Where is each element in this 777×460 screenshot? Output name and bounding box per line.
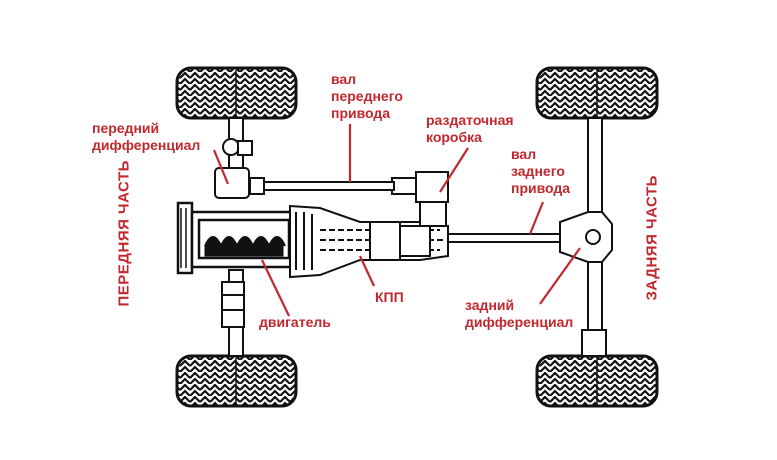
front-differential-label-line: дифференциал bbox=[92, 137, 201, 153]
front-side-label: ПЕРЕДНЯЯ ЧАСТЬ bbox=[115, 160, 133, 307]
rear-left-wheel bbox=[535, 66, 659, 120]
rear-drive-shaft-label-line: заднего bbox=[511, 163, 565, 179]
gearbox-label: КПП bbox=[375, 289, 404, 305]
front-drive-shaft-label-line: переднего bbox=[331, 88, 403, 104]
gearbox bbox=[289, 204, 449, 279]
transfer-case-label-line: коробка bbox=[426, 129, 482, 145]
front-right-wheel bbox=[175, 354, 298, 408]
front-left-wheel bbox=[175, 66, 298, 120]
transfer-case bbox=[391, 171, 449, 227]
rear-differential-label: задний дифференциал bbox=[465, 297, 573, 331]
transfer-case-label-line: раздаточная bbox=[426, 112, 514, 128]
engine-label: двигатель bbox=[259, 314, 331, 330]
rear-drive-shaft-label: вал заднего привода bbox=[511, 146, 570, 197]
rear-side-label: ЗАДНЯЯ ЧАСТЬ bbox=[643, 175, 661, 301]
engine-block bbox=[176, 201, 296, 275]
front-drive-shaft-label-line: вал bbox=[331, 71, 357, 87]
front-differential-label: передний дифференциал bbox=[92, 120, 200, 154]
rear-right-wheel bbox=[535, 354, 659, 408]
rear-differential-label-line: дифференциал bbox=[465, 314, 574, 330]
front-drive-shaft-label-line: привода bbox=[331, 105, 391, 121]
rear-differential-label-line: задний bbox=[465, 297, 515, 313]
front-drive-shaft-drawing bbox=[249, 177, 395, 195]
front-differential-label-line: передний bbox=[92, 120, 160, 136]
rear-drive-shaft-label-line: привода bbox=[511, 180, 571, 196]
leader-lines bbox=[212, 124, 581, 317]
front-drive-shaft-label: вал переднего привода bbox=[331, 71, 403, 122]
rear-drive-shaft-label-line: вал bbox=[511, 146, 537, 162]
rear-axle bbox=[559, 117, 613, 357]
rear-drive-shaft-drawing bbox=[447, 233, 561, 243]
transfer-case-label: раздаточная коробка bbox=[426, 112, 514, 146]
front-axle bbox=[214, 117, 253, 357]
